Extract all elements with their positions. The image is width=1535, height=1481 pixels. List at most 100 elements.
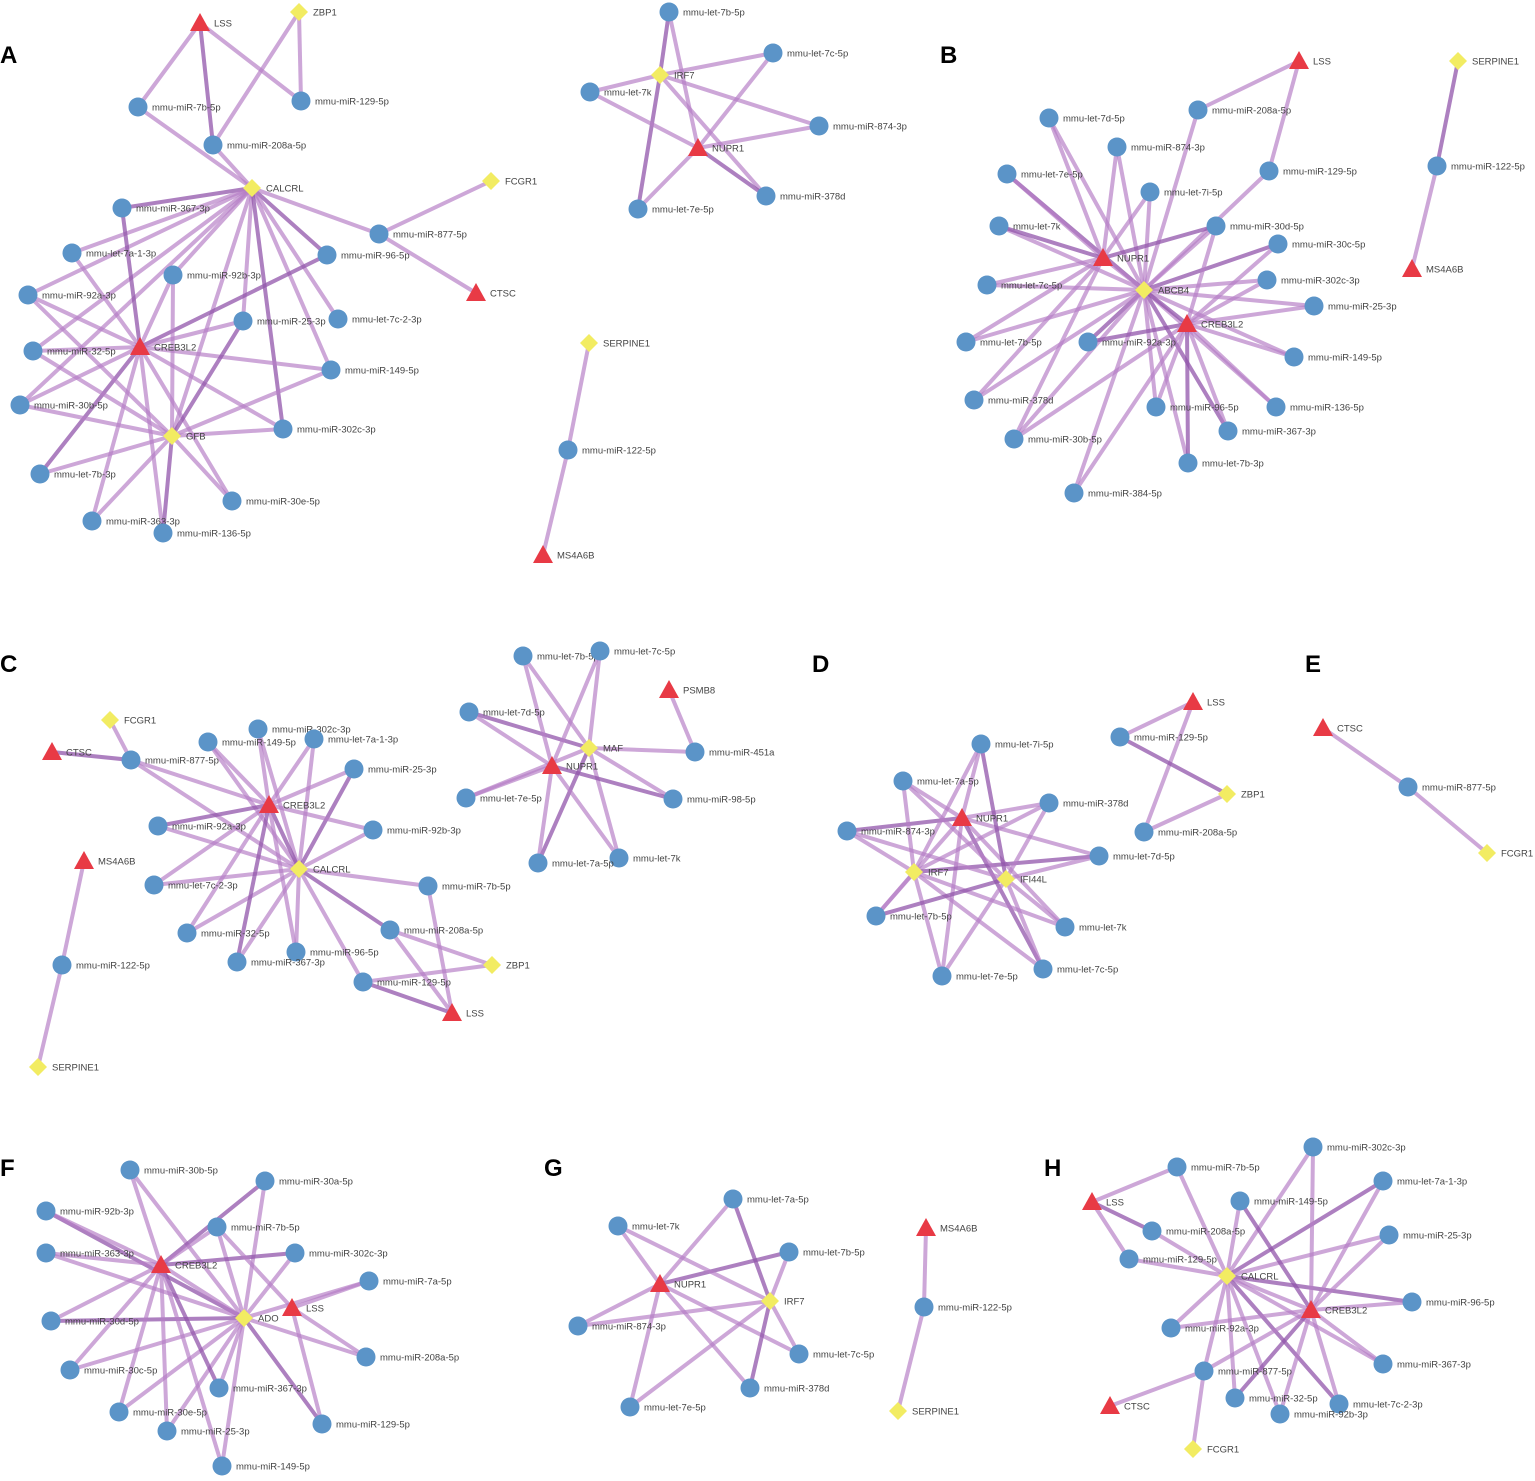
panel-h-edge-CALCRL-m96 [1225, 1274, 1414, 1304]
panel-c-edge-CREB3L2-m92a [156, 803, 271, 828]
node-label: mmu-miR-451a [709, 748, 775, 759]
node-label: mmu-miR-25-3p [181, 1427, 250, 1438]
panel-f-edge-ADO-m30c [68, 1316, 246, 1372]
panel-d-node-l7i: mmu-let-7i-5p [971, 734, 1054, 754]
panel-a-edge-CREB3L2-m30e [138, 345, 234, 503]
node-label: mmu-miR-96-5p [1170, 403, 1239, 414]
node-label: mmu-let-7a-5p [747, 1195, 809, 1206]
node-label: mmu-let-7k [1079, 923, 1127, 934]
panel-b-edge-ABCB4-l7c [985, 283, 1146, 292]
node-label: CREB3L2 [1325, 1306, 1367, 1317]
mirna-circle-marker [1033, 959, 1053, 979]
node-label: ZBP1 [1241, 790, 1265, 801]
panel-b-node-l7i: mmu-let-7i-5p [1140, 182, 1223, 202]
gene-triangle-marker [688, 138, 708, 156]
gene-triangle-marker [1313, 718, 1333, 736]
mirna-circle-marker [1064, 483, 1084, 503]
node-label: mmu-miR-7b-5p [231, 1223, 300, 1234]
panel-b-node-m30d: mmu-miR-30d-5p [1206, 216, 1304, 236]
panel-b-edge-NUPR1-l7k [997, 224, 1105, 260]
panel-f-node-m129: mmu-miR-129-5p [312, 1414, 410, 1434]
node-label: mmu-miR-302c-3p [1327, 1143, 1406, 1154]
panel-b-edge-CREB3L2-m25 [1185, 304, 1316, 326]
node-label: mmu-miR-92a-3p [1185, 1324, 1259, 1335]
panel-d-node-l7k: mmu-let-7k [1055, 917, 1127, 937]
mirna-circle-marker [222, 491, 242, 511]
panel-h-edge-CALCRL-m302c [1225, 1145, 1315, 1278]
panel-a-edge-CALCRL-m367 [120, 186, 254, 210]
panel-f-edge-ADO-m367 [217, 1316, 246, 1390]
node-label: mmu-miR-129-5p [315, 97, 389, 108]
panel-d-edge-IRF7-l7a [901, 779, 916, 874]
panel-b-node-l7c: mmu-let-7c-5p [977, 275, 1062, 295]
node-label: mmu-miR-129-5p [336, 1420, 410, 1431]
mirna-circle-marker [286, 942, 306, 962]
panel-d-node-l7e: mmu-let-7e-5p [932, 966, 1018, 986]
panel-a-edge-NUPR1-l7e [636, 146, 700, 211]
node-label: mmu-miR-7a-5p [383, 1277, 452, 1288]
panel-a-node-m208a: mmu-miR-208a-5p [203, 135, 306, 155]
panel-g-node-NUPR1: NUPR1 [650, 1274, 706, 1292]
panel-g-edge-MS4A6B-m122 [922, 1226, 928, 1309]
mirna-circle-marker [1110, 727, 1130, 747]
node-label: mmu-miR-136-5p [177, 529, 251, 540]
node-label: mmu-miR-877-5p [393, 230, 467, 241]
panel-a-node-IRF7: IRF7 [651, 66, 695, 84]
panel-b-node-SERPINE1: SERPINE1 [1449, 52, 1519, 70]
gene-triangle-marker [1183, 692, 1203, 710]
node-label: mmu-miR-30b-5p [144, 1166, 218, 1177]
mirna-circle-marker [285, 1243, 305, 1263]
panel-d-node-m378: mmu-miR-378d [1039, 793, 1128, 813]
panel-a-edge-GFB-m136 [161, 434, 174, 535]
gene-diamond-marker [651, 66, 669, 84]
gene-triangle-marker [466, 283, 486, 301]
panel-a-edge-m208a-CALCRL [211, 143, 254, 190]
mirna-circle-marker [1303, 1137, 1323, 1157]
node-label: mmu-miR-92a-3p [1102, 338, 1176, 349]
panel-f-node-m7b: mmu-miR-7b-5p [207, 1217, 300, 1237]
panel-a-edge-CREB3L2-m92a [26, 293, 142, 349]
node-label: mmu-let-7c-5p [1057, 965, 1118, 976]
mirna-circle-marker [1188, 100, 1208, 120]
panel-c-edge-CTSC-m877 [50, 750, 133, 762]
node-label: mmu-let-7c-2-3p [352, 315, 422, 326]
mirna-circle-marker [893, 771, 913, 791]
panel-b-edge-NUPR1-m30d [1101, 224, 1218, 260]
node-label: mmu-let-7b-5p [890, 912, 952, 923]
panel-h-node-m25: mmu-miR-25-3p [1379, 1225, 1472, 1245]
panel-a-edge-ZBP1-m208a [211, 10, 301, 147]
panel-c-edge-CALCRL-m129 [297, 867, 365, 984]
panel-g-node-l7a: mmu-let-7a-5p [723, 1189, 809, 1209]
node-label: ZBP1 [506, 961, 530, 972]
mirna-circle-marker [157, 1421, 177, 1441]
mirna-circle-marker [1078, 332, 1098, 352]
panel-d-edge-LSS-m208a [1142, 700, 1195, 834]
gene-triangle-marker [916, 1218, 936, 1236]
node-label: mmu-miR-136-5p [1290, 403, 1364, 414]
node-label: mmu-miR-208a-5p [380, 1353, 459, 1364]
panel-a-edge-IRF7-l7e [636, 73, 662, 211]
panel-d-edge-IRF7-l7d [912, 854, 1101, 874]
node-label: mmu-miR-208a-5p [404, 926, 483, 937]
mirna-circle-marker [128, 97, 148, 117]
mirna-circle-marker [212, 1456, 232, 1476]
panel-b-edge-ABCB4-l7b [964, 288, 1146, 344]
node-label: mmu-let-7k [1013, 222, 1061, 233]
panel-c-node-m96: mmu-miR-96-5p [286, 942, 379, 962]
panel-a-node-l7b5: mmu-let-7b-5p [659, 2, 745, 22]
panel-a-edge-IRF7-m378 [658, 73, 768, 198]
panel-f-node-CREB3L2: CREB3L2 [151, 1255, 217, 1273]
panel-h-node-m208a: mmu-miR-208a-5p [1142, 1221, 1245, 1241]
node-label: mmu-miR-92b-3p [187, 271, 261, 282]
panel-a-node-m149: mmu-miR-149-5p [321, 360, 419, 380]
mirna-circle-marker [1329, 1394, 1349, 1414]
nodes-layer: LSSZBP1mmu-miR-7b-5pmmu-miR-129-5pmmu-mi… [10, 2, 1533, 1476]
node-label: mmu-let-7c-5p [813, 1350, 874, 1361]
panel-h-node-CALCRL: CALCRL [1218, 1267, 1279, 1285]
panel-a-node-m92a: mmu-miR-92a-3p [18, 285, 116, 305]
mirna-circle-marker [60, 1360, 80, 1380]
panel-c-edge-MAF-l7c5 [587, 649, 602, 750]
mirna-circle-marker [291, 91, 311, 111]
panel-g-node-l7b: mmu-let-7b-5p [779, 1242, 865, 1262]
gene-diamond-marker [101, 711, 119, 729]
